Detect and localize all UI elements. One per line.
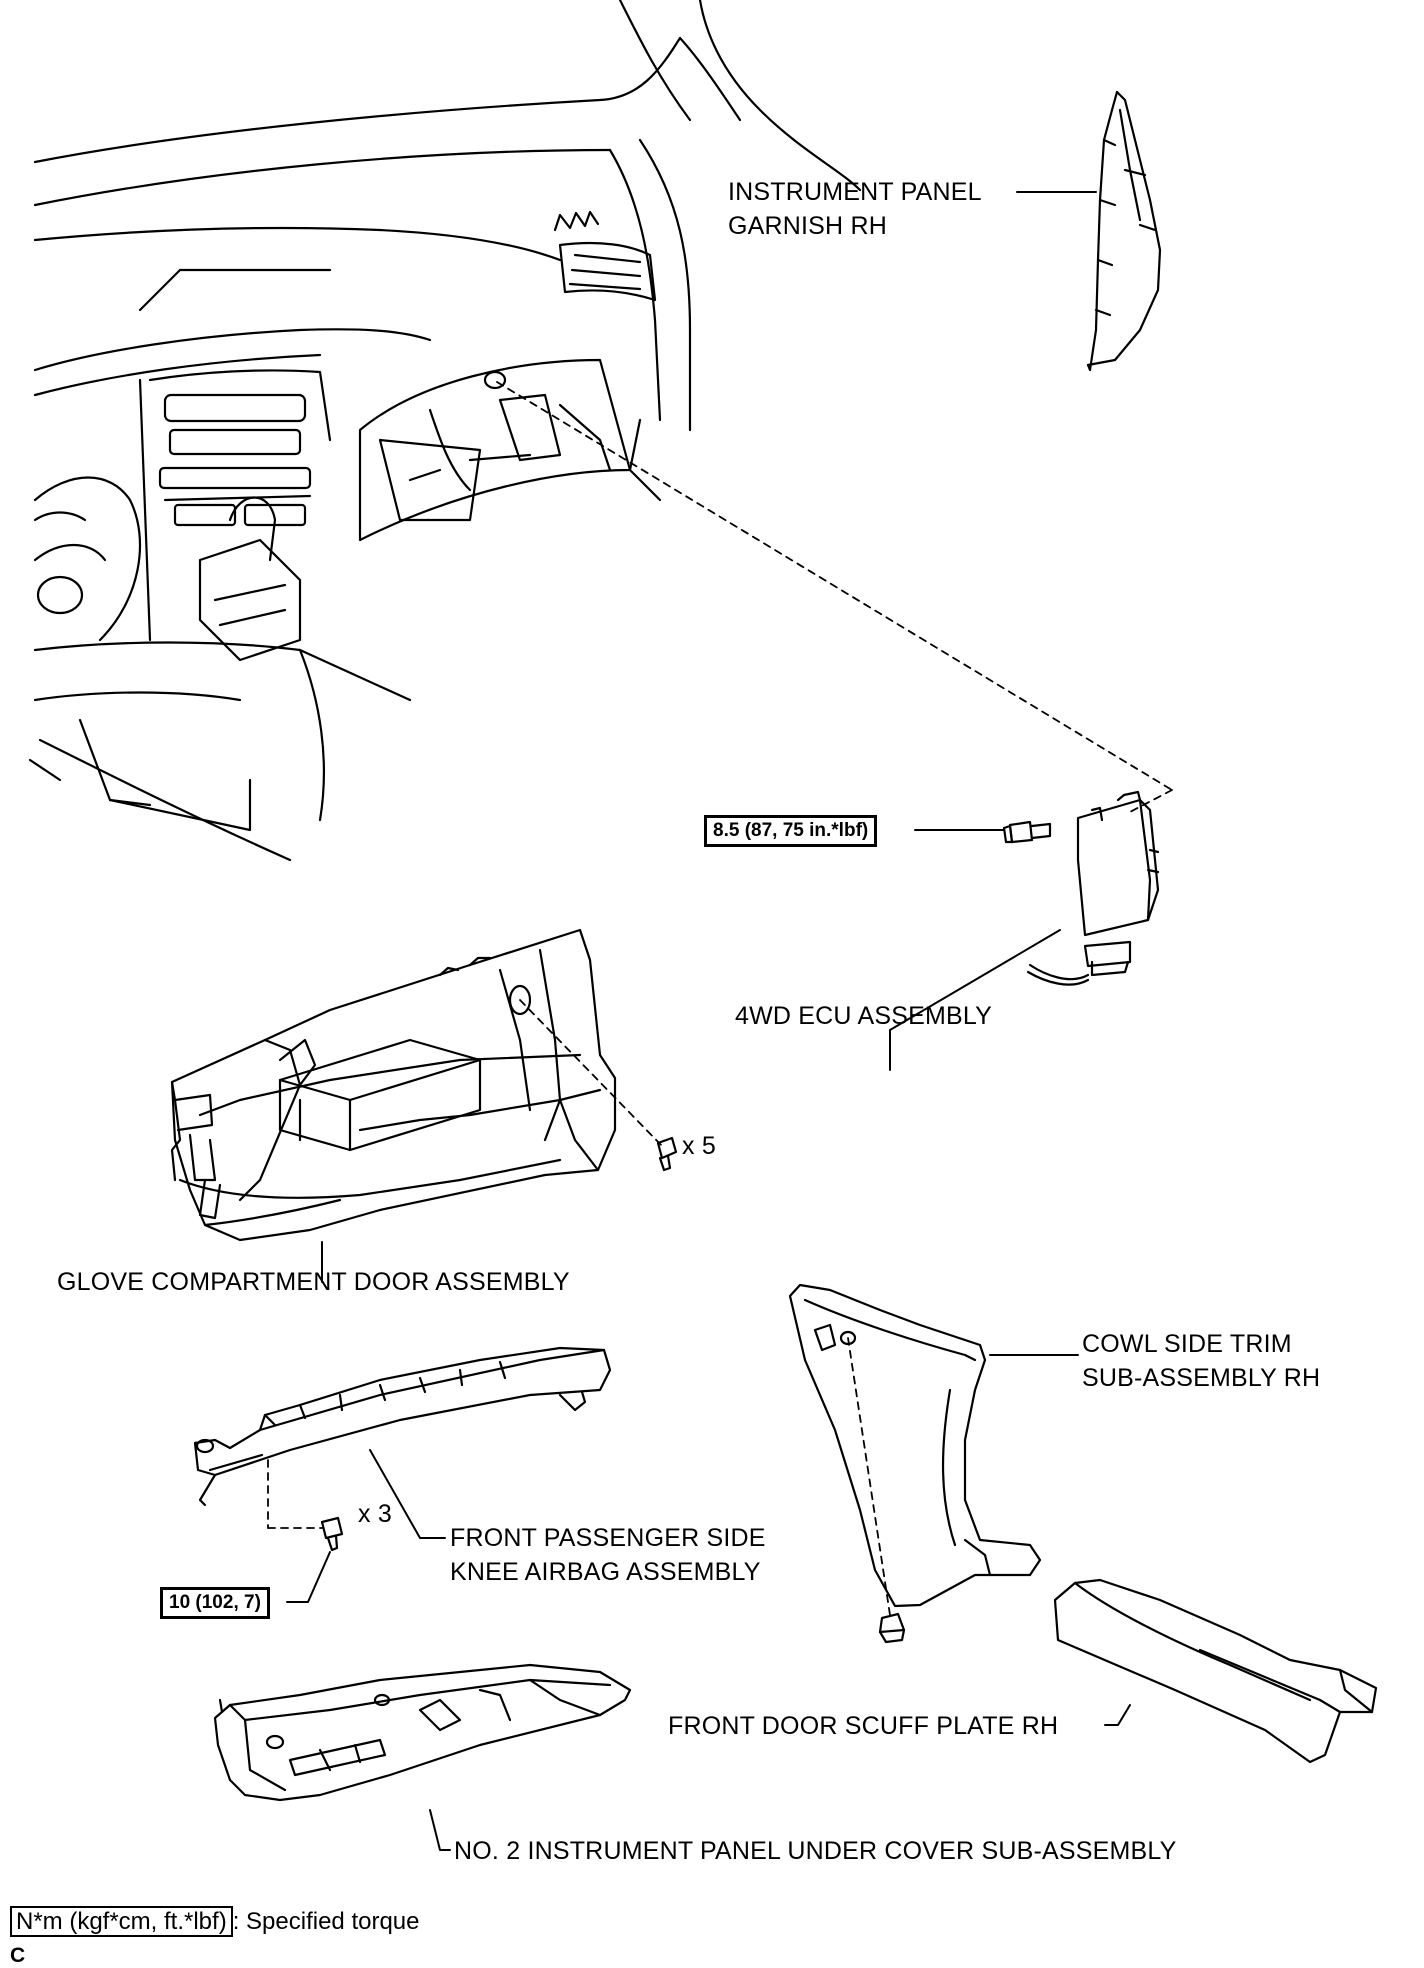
knee-airbag-drawing xyxy=(193,1346,612,1552)
ecu-drawing xyxy=(1002,790,1160,986)
label-glove-compartment: GLOVE COMPARTMENT DOOR ASSEMBLY xyxy=(57,1268,570,1296)
quantity-glove-clips: x 5 xyxy=(682,1132,716,1160)
legend-unit-box: N*m (kgf*cm, ft.*lbf) xyxy=(10,1906,233,1937)
label-garnish-line1: INSTRUMENT PANEL xyxy=(728,178,982,206)
label-ecu: 4WD ECU ASSEMBLY xyxy=(735,1002,992,1030)
label-cowl-line2: SUB-ASSEMBLY RH xyxy=(1082,1364,1321,1392)
quantity-knee-bolts: x 3 xyxy=(358,1500,392,1528)
torque-legend: N*m (kgf*cm, ft.*lbf): Specified torque xyxy=(10,1906,420,1938)
label-under-cover: NO. 2 INSTRUMENT PANEL UNDER COVER SUB-A… xyxy=(454,1837,1177,1865)
torque-knee-bolt: 10 (102, 7) xyxy=(160,1587,270,1619)
label-cowl-line1: COWL SIDE TRIM xyxy=(1082,1330,1292,1358)
scuff-plate-drawing xyxy=(1053,1578,1378,1764)
label-garnish-line2: GARNISH RH xyxy=(728,212,887,240)
dashed-assembly-lines xyxy=(267,381,1173,1616)
glove-compartment-drawing xyxy=(170,928,678,1242)
label-scuff-plate: FRONT DOOR SCUFF PLATE RH xyxy=(668,1712,1059,1740)
torque-ecu-bolt: 8.5 (87, 75 in.*lbf) xyxy=(704,815,878,847)
cowl-trim-drawing xyxy=(788,1283,1042,1644)
under-cover-drawing xyxy=(213,1663,632,1802)
label-knee-line1: FRONT PASSENGER SIDE xyxy=(450,1524,766,1552)
legend-text: : Specified torque xyxy=(232,1908,420,1935)
illustration-code: C xyxy=(10,1944,26,1967)
dashboard-illustration xyxy=(28,0,862,862)
leader-lines xyxy=(286,191,1131,1851)
garnish-rh-drawing xyxy=(1086,90,1162,372)
label-knee-line2: KNEE AIRBAG ASSEMBLY xyxy=(450,1558,761,1586)
